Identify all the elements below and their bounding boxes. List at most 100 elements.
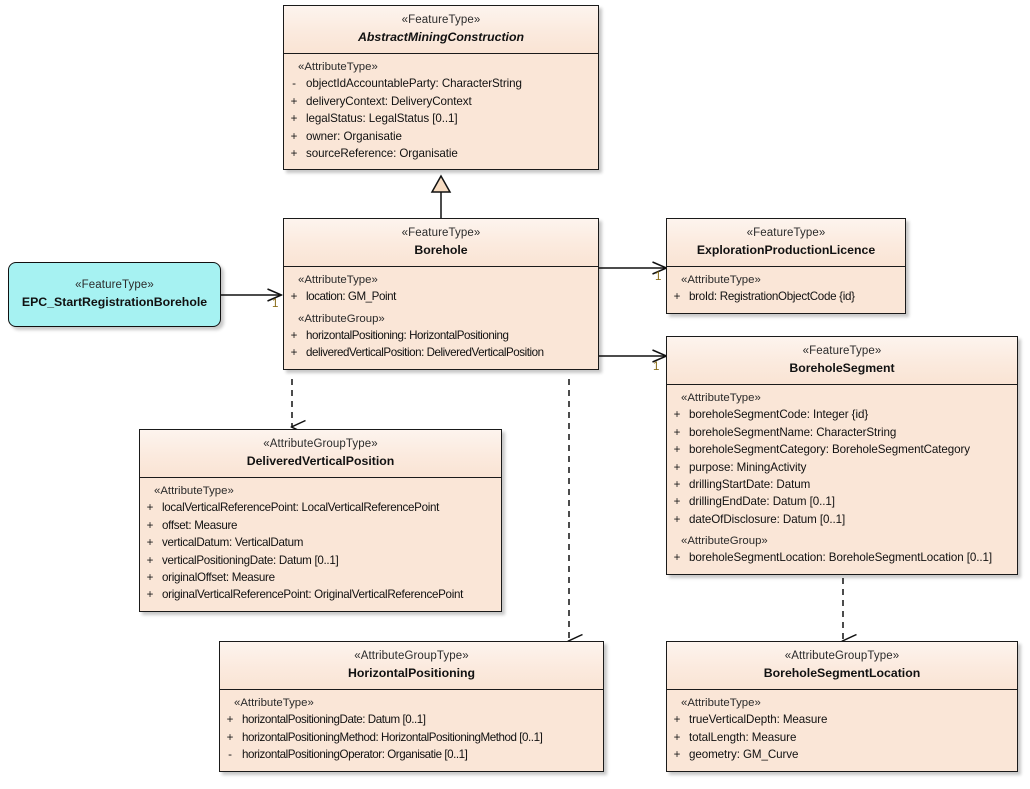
attribute-text: originalOffset: Measure — [162, 570, 275, 584]
class-header-borehole: «FeatureType» Borehole — [284, 219, 598, 268]
attribute-text: boreholeSegmentCode: Integer {id} — [689, 408, 869, 422]
attribute-text: boreholeSegmentName: CharacterString — [689, 425, 897, 439]
attribute-text: boreholeSegmentLocation: BoreholeSegment… — [689, 551, 993, 565]
attribute-text: offset: Measure — [162, 518, 238, 532]
attribute-text: deliveryContext: DeliveryContext — [306, 94, 472, 108]
attribute-row: + drillingStartDate: Datum — [667, 476, 1017, 493]
attribute-row: + verticalDatum: VerticalDatum — [140, 534, 501, 551]
attribute-row: + owner: Organisatie — [284, 128, 598, 145]
attribute-group-label: «AttributeType» — [681, 697, 761, 710]
class-name: EPC_StartRegistrationBorehole — [21, 295, 208, 310]
visibility-marker: + — [673, 408, 681, 422]
visibility-marker: + — [146, 570, 154, 584]
visibility-marker: + — [290, 94, 298, 108]
attribute-row: + offset: Measure — [140, 517, 501, 534]
visibility-marker: + — [290, 112, 298, 126]
attribute-group-label: «AttributeType» — [298, 274, 378, 287]
attribute-text: objectIdAccountableParty: CharacterStrin… — [306, 77, 522, 91]
visibility-marker: + — [673, 512, 681, 526]
attribute-text: location: GM_Point — [306, 290, 396, 304]
class-stereotype: «FeatureType» — [802, 345, 882, 357]
attribute-group-label: «AttributeType» — [234, 697, 314, 710]
visibility-marker: + — [290, 290, 298, 304]
class-abstractminingconstruction[interactable]: «FeatureType» AbstractMiningConstruction… — [283, 5, 599, 171]
attribute-row: + broId: RegistrationObjectCode {id} — [667, 288, 905, 305]
class-stereotype: «FeatureType» — [75, 279, 154, 292]
multiplicity-borehole-to-licence: 1 — [655, 271, 662, 283]
visibility-marker: + — [673, 477, 681, 491]
attribute-row: - objectIdAccountableParty: CharacterStr… — [284, 75, 598, 92]
attribute-text: trueVerticalDepth: Measure — [689, 713, 828, 727]
class-boreholesegment[interactable]: «FeatureType» BoreholeSegment «Attribute… — [666, 336, 1018, 575]
attribute-row: + drillingEndDate: Datum [0..1] — [667, 493, 1017, 510]
class-header-boreholesegmentlocation: «AttributeGroupType» BoreholeSegmentLoca… — [667, 642, 1017, 691]
attribute-row: + dateOfDisclosure: Datum [0..1] — [667, 511, 1017, 528]
class-stereotype: «FeatureType» — [401, 227, 481, 239]
attribute-text: horizontalPositioningOperator: Organisat… — [242, 748, 468, 762]
class-explorationproductionlicence[interactable]: «FeatureType» ExplorationProductionLicen… — [666, 218, 906, 314]
attribute-row: + boreholeSegmentCode: Integer {id} — [667, 406, 1017, 423]
visibility-marker: - — [292, 77, 296, 91]
class-name: BoreholeSegment — [789, 361, 895, 376]
class-epc-startregistrationborehole[interactable]: «FeatureType» EPC_StartRegistrationBoreh… — [8, 262, 221, 327]
multiplicity-borehole-to-segment: 1 — [653, 361, 660, 373]
class-header-boreholesegment: «FeatureType» BoreholeSegment — [667, 337, 1017, 386]
attribute-group-label: «AttributeGroup» — [681, 535, 768, 548]
class-stereotype: «AttributeGroupType» — [263, 438, 378, 450]
class-name: Borehole — [414, 243, 468, 258]
attribute-row: + boreholeSegmentCategory: BoreholeSegme… — [667, 441, 1017, 458]
visibility-marker: + — [146, 536, 154, 550]
attribute-text: horizontalPositioningMethod: HorizontalP… — [242, 730, 543, 744]
class-header-horizontalpositioning: «AttributeGroupType» HorizontalPositioni… — [220, 642, 603, 691]
visibility-marker: + — [673, 460, 681, 474]
attribute-text: owner: Organisatie — [306, 129, 402, 143]
attribute-row: + verticalPositioningDate: Datum [0..1] — [140, 552, 501, 569]
attribute-row: + sourceReference: Organisatie — [284, 145, 598, 162]
visibility-marker: + — [673, 443, 681, 457]
attribute-text: horizontalPositioning: HorizontalPositio… — [306, 328, 509, 342]
attribute-text: originalVerticalReferencePoint: Original… — [162, 588, 464, 602]
class-body-abstractminingconstruction: «AttributeType» - objectIdAccountablePar… — [284, 54, 598, 170]
attribute-row: + totalLength: Measure — [667, 729, 1017, 746]
visibility-marker: + — [673, 748, 681, 762]
attribute-group-label: «AttributeType» — [681, 392, 761, 405]
visibility-marker: + — [146, 553, 154, 567]
visibility-marker: + — [226, 730, 234, 744]
attribute-text: boreholeSegmentCategory: BoreholeSegment… — [689, 443, 971, 457]
class-stereotype: «FeatureType» — [401, 14, 481, 26]
class-name: ExplorationProductionLicence — [696, 243, 876, 258]
class-body-boreholesegment: «AttributeType» + boreholeSegmentCode: I… — [667, 385, 1017, 574]
attribute-text: verticalPositioningDate: Datum [0..1] — [162, 553, 339, 567]
class-borehole[interactable]: «FeatureType» Borehole «AttributeType» +… — [283, 218, 599, 370]
attribute-row: + trueVerticalDepth: Measure — [667, 711, 1017, 728]
attribute-row: + boreholeSegmentName: CharacterString — [667, 424, 1017, 441]
attribute-group-label: «AttributeType» — [681, 274, 761, 287]
class-body-horizontalpositioning: «AttributeType» + horizontalPositioningD… — [220, 690, 603, 771]
attribute-text: localVerticalReferencePoint: LocalVertic… — [162, 501, 440, 515]
attribute-row: + horizontalPositioningMethod: Horizonta… — [220, 729, 603, 746]
attribute-text: broId: RegistrationObjectCode {id} — [689, 290, 855, 304]
visibility-marker: - — [228, 748, 232, 762]
class-stereotype: «AttributeGroupType» — [354, 650, 469, 662]
attribute-text: purpose: MiningActivity — [689, 460, 807, 474]
class-body-deliveredverticalposition: «AttributeType» + localVerticalReference… — [140, 478, 501, 611]
class-horizontalpositioning[interactable]: «AttributeGroupType» HorizontalPositioni… — [219, 641, 604, 772]
multiplicity-epc-to-borehole: 1 — [272, 298, 279, 310]
attribute-row: + legalStatus: LegalStatus [0..1] — [284, 110, 598, 127]
class-deliveredverticalposition[interactable]: «AttributeGroupType» DeliveredVerticalPo… — [139, 429, 502, 612]
attribute-text: geometry: GM_Curve — [689, 748, 799, 762]
attribute-group-label: «AttributeType» — [298, 61, 378, 74]
visibility-marker: + — [673, 551, 681, 565]
class-boreholesegmentlocation[interactable]: «AttributeGroupType» BoreholeSegmentLoca… — [666, 641, 1018, 772]
class-header-deliveredverticalposition: «AttributeGroupType» DeliveredVerticalPo… — [140, 430, 501, 479]
attribute-row: + localVerticalReferencePoint: LocalVert… — [140, 499, 501, 516]
connector-generalization-borehole-to-abstractminingconstruction — [430, 174, 452, 218]
visibility-marker: + — [290, 146, 298, 160]
class-header-epc: «FeatureType» EPC_StartRegistrationBoreh… — [9, 263, 220, 326]
class-body-boreholesegmentlocation: «AttributeType» + trueVerticalDepth: Mea… — [667, 690, 1017, 771]
attribute-text: deliveredVerticalPosition: DeliveredVert… — [306, 346, 544, 360]
class-stereotype: «AttributeGroupType» — [784, 650, 900, 662]
attribute-text: drillingEndDate: Datum [0..1] — [689, 495, 835, 509]
class-body-explorationproductionlicence: «AttributeType» + broId: RegistrationObj… — [667, 267, 905, 313]
